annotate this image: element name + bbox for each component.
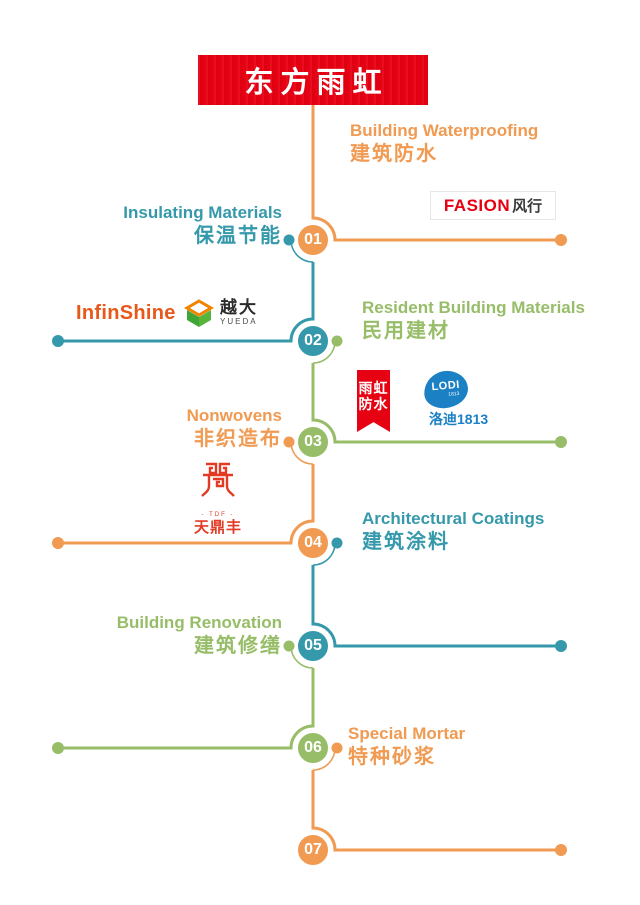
label-zh: 非织造布: [194, 428, 282, 450]
timeline-node-06: 06: [296, 731, 330, 765]
company-title: 东方雨虹: [244, 67, 389, 99]
node-number: 05: [304, 637, 322, 654]
label-resident-building-materials: Resident Building Materials 民用建材: [362, 297, 585, 344]
label-en: Building Renovation: [116, 613, 282, 632]
timeline-node-01: 01: [296, 223, 330, 257]
label-zh: 建筑修缮: [194, 635, 282, 657]
label-nonwovens: Nonwovens 非织造布: [187, 405, 282, 452]
label-zh: 保温节能: [194, 225, 282, 247]
label-building-renovation: Building Renovation 建筑修缮: [117, 612, 282, 659]
label-architectural-coatings: Architectural Coatings 建筑涂料: [362, 508, 544, 555]
lodi-chinese: 洛迪1813: [429, 411, 489, 427]
label-en: Nonwovens: [186, 406, 282, 425]
node-number: 02: [304, 332, 322, 349]
label-building-waterproofing: Building Waterproofing 建筑防水: [350, 120, 538, 167]
label-en: Resident Building Materials: [362, 298, 585, 317]
node-number: 06: [304, 739, 322, 756]
timeline-node-04: 04: [296, 526, 330, 560]
infinshine-wordmark: InfinShine: [76, 302, 176, 324]
yuhong-line1: 雨虹: [358, 380, 389, 396]
yueda-logo: 越大 YUEDA: [184, 298, 258, 328]
yueda-text: 越大 YUEDA: [220, 299, 258, 327]
tdf-ding-icon: [201, 462, 235, 497]
timeline-node-07: 07: [296, 833, 330, 867]
tdf-latin: - TDF -: [201, 512, 235, 518]
tianingfeng-logo: - TDF - 天鼎丰: [190, 462, 246, 536]
fasion-wordmark: FASION: [443, 195, 511, 215]
label-insulating-materials: Insulating Materials 保温节能: [123, 202, 282, 249]
label-zh: 民用建材: [362, 320, 450, 342]
tdf-chinese: 天鼎丰: [193, 519, 242, 536]
label-zh: 建筑涂料: [362, 531, 450, 553]
label-en: Insulating Materials: [123, 203, 282, 222]
lodi-caption: 洛迪1813: [429, 409, 488, 429]
yuhong-ribbon-icon: 雨虹 防水: [357, 370, 390, 432]
node-number: 07: [304, 841, 322, 858]
timeline-node-05: 05: [296, 629, 330, 663]
fasion-chinese: 风行: [512, 198, 543, 215]
label-special-mortar: Special Mortar 特种砂浆: [348, 723, 465, 770]
company-banner: 东方雨虹: [198, 55, 428, 105]
label-zh: 建筑防水: [350, 143, 438, 165]
yueda-latin: YUEDA: [220, 317, 258, 326]
timeline-node-03: 03: [296, 425, 330, 459]
label-zh: 特种砂浆: [348, 746, 436, 768]
node-number: 04: [304, 534, 322, 551]
infinshine-logo: InfinShine: [76, 302, 176, 325]
label-en: Special Mortar: [348, 724, 466, 743]
node-number: 01: [304, 231, 322, 248]
lodi-year: 1813: [448, 390, 460, 398]
label-en: Building Waterproofing: [350, 121, 539, 140]
yueda-chinese: 越大: [220, 298, 258, 317]
yueda-cube-icon: [184, 299, 214, 327]
fasion-logo: FASION 风行: [430, 191, 556, 220]
yuhong-line2: 防水: [358, 396, 389, 412]
label-en: Architectural Coatings: [362, 509, 545, 528]
node-number: 03: [304, 433, 322, 450]
timeline-node-02: 02: [296, 324, 330, 358]
